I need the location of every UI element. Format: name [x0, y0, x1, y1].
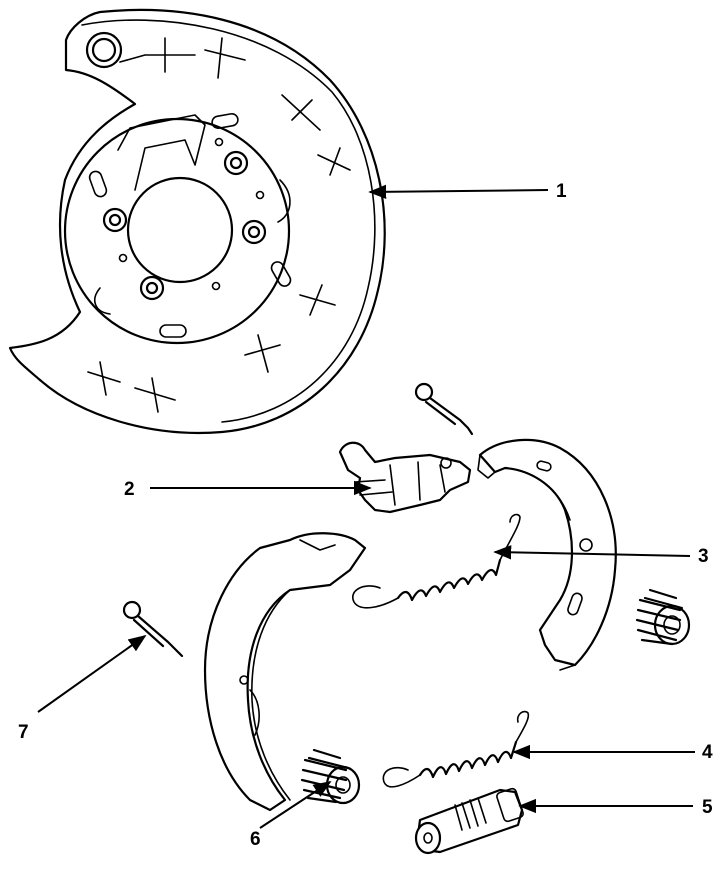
brake-shoe-lower: [203, 532, 367, 812]
callout-1: 1: [556, 181, 567, 202]
callout-3: 3: [698, 546, 709, 567]
backing-plate: [8, 8, 386, 434]
adjuster-lever: [338, 441, 472, 514]
hold-down-pin-lower: [122, 600, 184, 658]
leader-1: [368, 184, 549, 200]
leader-7: [37, 634, 147, 713]
hold-down-pin-upper: [414, 382, 474, 436]
leader-6: [259, 781, 332, 829]
upper-return-spring: [351, 513, 521, 609]
adjuster-screw: [414, 787, 524, 855]
hold-down-spring-right: [635, 588, 691, 646]
callout-6: 6: [250, 829, 261, 850]
callout-4: 4: [702, 742, 713, 763]
leader-3: [493, 545, 691, 560]
callout-5: 5: [702, 797, 713, 818]
brake-shoe-upper: [477, 438, 617, 671]
lower-return-spring: [382, 710, 530, 788]
callout-7: 7: [18, 722, 29, 743]
callout-2: 2: [124, 479, 135, 500]
